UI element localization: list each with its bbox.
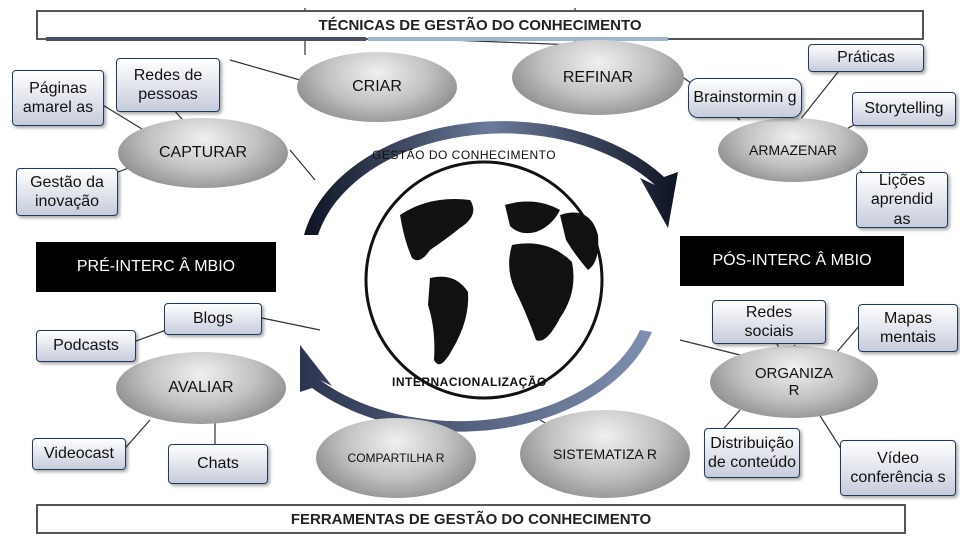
tool-chats: Chats: [168, 444, 268, 484]
header-accent-light: [368, 37, 668, 41]
phase-criar-label: CRIAR: [352, 78, 402, 95]
tool-redes-sociais: Redes sociais: [712, 300, 826, 344]
tool-gestao-inovacao: Gestão da inovação: [16, 168, 118, 216]
tool-label: Páginas amarel as: [22, 79, 94, 116]
tool-label: Brainstormin g: [693, 89, 797, 107]
phase-refinar: REFINAR: [512, 40, 684, 115]
tool-label: Podcasts: [53, 337, 119, 355]
tool-redes-pessoas: Redes de pessoas: [116, 58, 220, 112]
post-exchange-bar: PÓS-INTERC Â MBIO: [680, 236, 904, 286]
phase-capturar: CAPTURAR: [118, 118, 288, 188]
tool-label: Mapas mentais: [879, 309, 937, 346]
pre-exchange-label: PRÉ-INTERC Â MBIO: [76, 258, 236, 275]
phase-organizar: ORGANIZA R: [710, 346, 878, 418]
footer-title: FERRAMENTAS DE GESTÃO DO CONHECIMENTO: [290, 510, 652, 528]
phase-capturar-label: CAPTURAR: [158, 144, 247, 161]
tool-label: Storytelling: [864, 100, 944, 118]
phase-armazenar-label: ARMAZENAR: [749, 142, 837, 158]
phase-criar: CRIAR: [297, 52, 457, 122]
center-bottom-label: INTERNACIONALIZAÇÃO: [392, 375, 547, 389]
phase-compartilhar: COMPARTILHA R: [316, 418, 476, 498]
post-exchange-label: PÓS-INTERC Â MBIO: [712, 252, 872, 269]
tool-label: Redes de pessoas: [133, 66, 203, 103]
tool-storytelling: Storytelling: [852, 92, 956, 126]
phase-refinar-label: REFINAR: [562, 68, 634, 86]
tool-paginas-amarelas: Páginas amarel as: [12, 70, 104, 126]
footer-banner: FERRAMENTAS DE GESTÃO DO CONHECIMENTO: [36, 504, 906, 534]
tool-label: Blogs: [192, 310, 234, 328]
phase-avaliar: AVALIAR: [116, 352, 286, 424]
tool-podcasts: Podcasts: [36, 330, 136, 362]
tool-label: Vídeo conferência s: [850, 449, 946, 486]
tool-blogs: Blogs: [164, 303, 262, 335]
phase-compartilhar-label: COMPARTILHA R: [347, 451, 445, 465]
tool-label: Distribuição de conteúdo: [707, 434, 797, 471]
tool-praticas: Práticas: [808, 44, 924, 72]
center-top-label: GESTÃO DO CONHECIMENTO: [372, 148, 557, 162]
tool-videoconferencia: Vídeo conferência s: [840, 440, 956, 496]
header-banner: TÉCNICAS DE GESTÃO DO CONHECIMENTO: [36, 10, 924, 41]
tool-label: Chats: [197, 455, 239, 473]
header-accent-dark: [46, 37, 366, 41]
tool-videocast: Videocast: [32, 438, 126, 470]
tool-label: Práticas: [837, 49, 895, 67]
tool-mapas-mentais: Mapas mentais: [858, 304, 958, 352]
phase-avaliar-label: AVALIAR: [168, 379, 234, 396]
page-title: TÉCNICAS DE GESTÃO DO CONHECIMENTO: [318, 16, 642, 34]
phase-sistematizar: SISTEMATIZA R: [520, 410, 690, 498]
tool-label: Gestão da inovação: [30, 173, 104, 210]
phase-armazenar: ARMAZENAR: [718, 118, 868, 182]
tool-label: Lições aprendid as: [870, 172, 934, 228]
phase-organizar-label: ORGANIZA R: [754, 365, 834, 399]
tool-label: Redes sociais: [744, 303, 794, 340]
tool-label: Videocast: [44, 445, 114, 463]
tool-licoes-aprendidas: Lições aprendid as: [856, 172, 948, 228]
phase-sistematizar-label: SISTEMATIZA R: [553, 446, 657, 462]
pre-exchange-bar: PRÉ-INTERC Â MBIO: [36, 242, 276, 292]
tool-distribuicao-conteudo: Distribuição de conteúdo: [704, 428, 800, 478]
tool-brainstorming: Brainstormin g: [688, 78, 802, 118]
